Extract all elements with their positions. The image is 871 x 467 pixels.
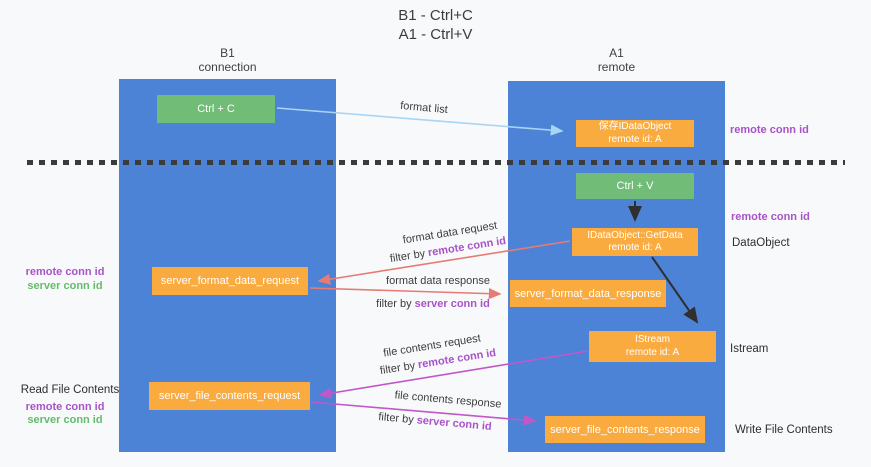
lane-header-a1: A1 remote — [508, 46, 725, 74]
title-line-1: B1 - Ctrl+C — [398, 7, 473, 24]
annotation-remote-conn-id-mid: remote conn id — [731, 211, 810, 223]
server-conn-id-text-1: server conn id — [414, 298, 490, 310]
node-format-request-label: server_format_data_request — [160, 275, 300, 287]
edge-label-format-list: format list — [399, 99, 449, 117]
node-istream-line1: IStream — [634, 334, 670, 345]
annotation-write-file-contents: Write File Contents — [735, 424, 833, 436]
title-line-2: A1 - Ctrl+V — [398, 26, 473, 43]
annotation-left-server-conn-id-bottom: server conn id — [27, 414, 103, 426]
edge-label-filter-by-server-conn-id-2: filter by server conn id — [378, 411, 492, 433]
node-ctrl-v: Ctrl + V — [576, 173, 694, 199]
node-ctrl-v-label: Ctrl + V — [616, 180, 654, 192]
lane-b1-name: B1 — [220, 46, 235, 60]
node-istream-line2: remote id: A — [625, 346, 680, 358]
section-divider-dashed-line — [27, 160, 845, 165]
edge-label-filter-by-server-conn-id-1: filter by server conn id — [376, 298, 490, 310]
node-file-response-label: server_file_contents_response — [550, 423, 700, 436]
node-idataobject-getdata: IDataObject::GetData remote id: A — [572, 228, 698, 256]
diagram-title: B1 - Ctrl+C A1 - Ctrl+V — [0, 6, 871, 44]
node-server-file-contents-response: server_file_contents_response — [545, 416, 705, 443]
filter-by-text-1: filter by — [389, 247, 427, 266]
annotation-left-server-conn-id-top: server conn id — [27, 280, 103, 292]
node-getdata-line2: remote id: A — [608, 242, 662, 253]
lane-b1-role: connection — [198, 60, 257, 74]
annotation-read-file-contents: Read File Contents — [20, 384, 120, 396]
node-file-request-label: server_file_contents_request — [158, 390, 301, 402]
annotation-left-remote-conn-id-bottom: remote conn id — [25, 401, 105, 413]
edge-label-format-data-response: format data response — [386, 275, 490, 287]
node-save-idataobject-line2: remote id: A — [608, 133, 662, 145]
annotation-remote-conn-id-top: remote conn id — [730, 124, 809, 136]
node-save-idataobject: 保存IDataObject remote id: A — [576, 120, 694, 147]
filter-by-text-3: filter by — [379, 359, 417, 378]
node-server-file-contents-request: server_file_contents_request — [149, 382, 310, 410]
node-ctrl-c: Ctrl + C — [157, 95, 275, 123]
node-format-response-label: server_format_data_response — [514, 287, 662, 300]
lane-header-b1: B1 connection — [119, 46, 336, 74]
annotation-istream: Istream — [730, 343, 769, 355]
node-server-format-data-request: server_format_data_request — [152, 267, 308, 295]
server-conn-id-text-2: server conn id — [416, 414, 493, 433]
node-getdata-line1: IDataObject::GetData — [587, 229, 683, 241]
node-server-format-data-response: server_format_data_response — [510, 280, 666, 307]
node-istream: IStream remote id: A — [589, 331, 716, 362]
edge-label-file-contents-response: file contents response — [394, 389, 502, 411]
annotation-dataobject: DataObject — [732, 237, 790, 249]
node-ctrl-c-label: Ctrl + C — [197, 103, 235, 115]
filter-by-text-2: filter by — [376, 298, 412, 310]
lane-a1-role: remote — [597, 60, 636, 74]
lane-a1-name: A1 — [609, 46, 624, 60]
filter-by-text-4: filter by — [377, 411, 415, 427]
node-save-idataobject-line1: 保存IDataObject — [598, 121, 672, 132]
annotation-left-remote-conn-id-top: remote conn id — [25, 266, 105, 278]
format-data-response-arrow — [309, 287, 502, 300]
